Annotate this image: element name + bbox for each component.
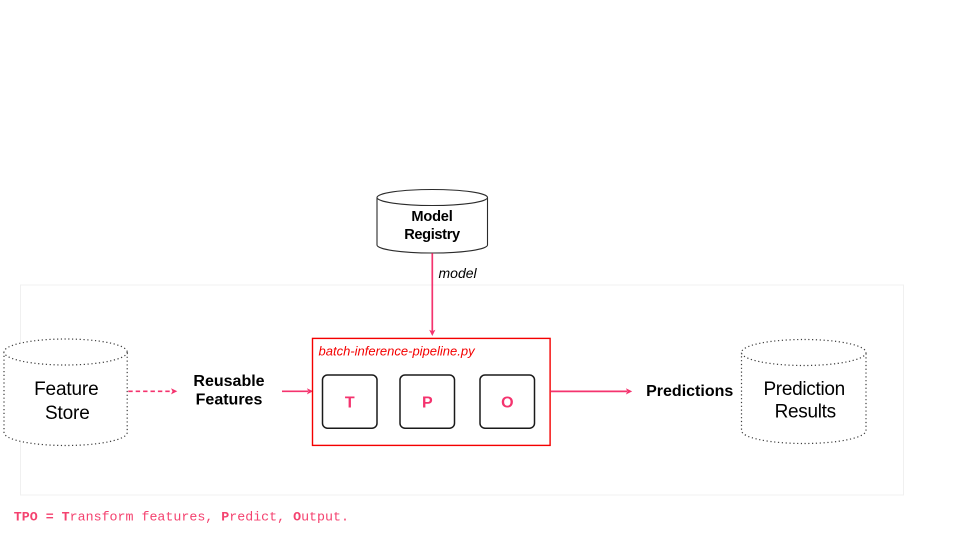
svg-text:Predictions: Predictions <box>646 383 733 400</box>
svg-text:Features: Features <box>196 392 263 409</box>
svg-text:O: O <box>501 395 513 412</box>
svg-text:Feature: Feature <box>34 379 98 400</box>
svg-text:Registry: Registry <box>404 227 461 243</box>
svg-text:Store: Store <box>45 403 90 424</box>
svg-text:Model: Model <box>411 209 452 225</box>
svg-text:Results: Results <box>775 401 836 422</box>
svg-text:model: model <box>439 265 478 281</box>
svg-text:P: P <box>422 395 433 412</box>
svg-text:Reusable: Reusable <box>193 373 264 390</box>
svg-text:batch-inference-pipeline.py: batch-inference-pipeline.py <box>319 344 477 359</box>
svg-text:T: T <box>345 395 355 412</box>
svg-text:TPO = Transform features, Pred: TPO = Transform features, Predict, Outpu… <box>14 509 349 524</box>
svg-text:Prediction: Prediction <box>763 379 845 400</box>
